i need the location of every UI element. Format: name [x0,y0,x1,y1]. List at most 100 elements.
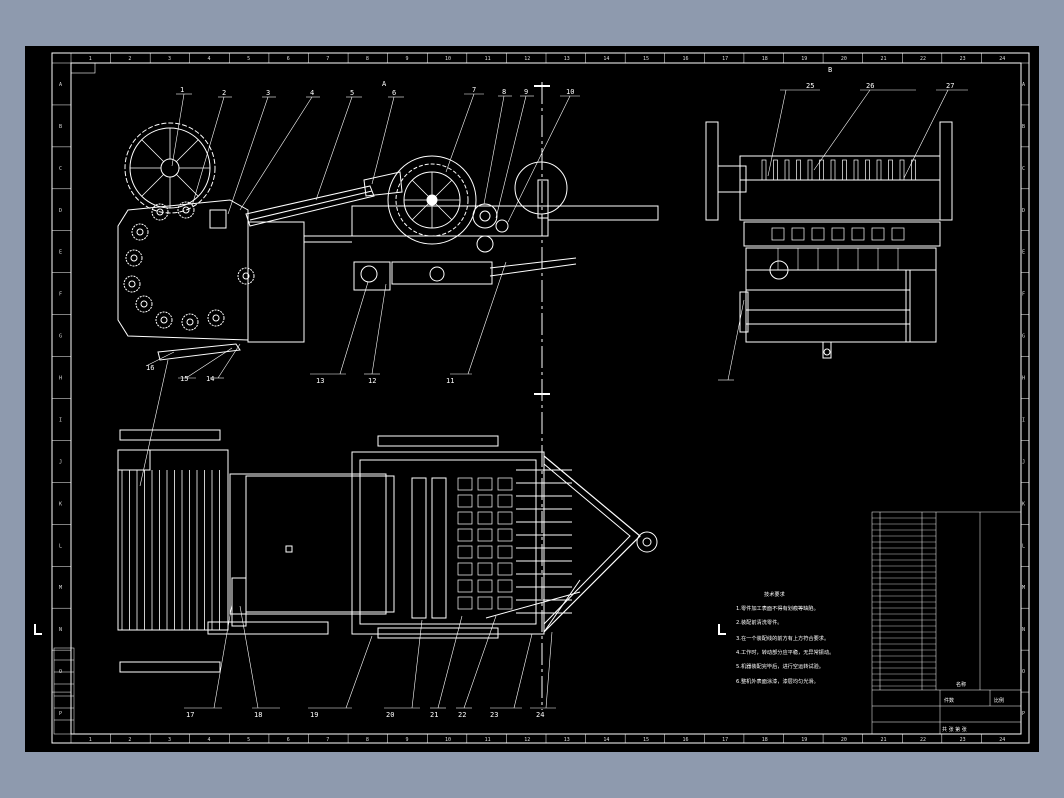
zone-column-label: 24 [999,56,1005,62]
zone-row-label: A [1022,82,1025,88]
crusher-block [457,562,473,576]
side-view-blocks [771,227,905,270]
zone-column-label: 1 [89,737,92,743]
zone-row-label: E [59,250,62,256]
tooth [784,159,790,181]
zone-row-label: K [1022,501,1025,507]
title-block-qty-label: 件数 [944,697,954,704]
block [771,227,785,241]
part-label: 24 [536,711,544,719]
front-view [117,82,659,710]
zone-column-label: 5 [247,56,250,62]
leader-lines [139,89,968,709]
zone-row-label: B [1022,124,1025,130]
part-labels: 1 2 3 4 5 6 7 8 9 10 11 12 13 14 15 16 1… [146,82,954,719]
gear-hub [140,300,148,308]
zone-row-label: O [1022,669,1025,675]
block [791,227,805,241]
crusher-block [497,477,513,491]
zone-row-label: C [1022,166,1025,172]
plan-tines [516,469,572,614]
zone-column-label: 16 [683,56,689,62]
tech-req-item: 2.装配前清洗零件。 [736,618,782,626]
part-label: 10 [566,88,574,96]
crusher-block [497,562,513,576]
crusher-block [497,528,513,542]
zone-column-label: 5 [247,737,250,743]
tooth [819,159,824,181]
part-label: 14 [206,375,214,383]
gear-hub [130,254,138,262]
zone-column-label: 24 [999,737,1005,743]
tooth [865,159,870,181]
tooth [830,159,836,181]
crusher-block [497,545,513,559]
zone-column-label: 23 [960,737,966,743]
part-label: 16 [146,364,154,372]
part-label: 15 [180,375,188,383]
zone-row-label: J [1022,459,1025,465]
side-view [705,121,953,359]
tech-req-item: 6.整机外表面涂漆，漆层均匀光滑。 [736,677,819,685]
zone-column-label: 12 [524,737,530,743]
zone-column-label: 4 [208,56,211,62]
gearbox-housing [117,199,249,341]
part-label: 12 [368,377,376,385]
zone-row-label: N [1022,627,1025,633]
zone-column-label: 23 [960,56,966,62]
section-mark: B [828,66,832,74]
zone-row-label: G [59,334,62,340]
zone-column-label: 1 [89,56,92,62]
zone-column-label: 2 [128,737,131,743]
gear-hub [186,318,194,326]
tooth [773,159,778,181]
tooth [888,159,893,181]
crusher-block [457,528,473,542]
zone-column-label: 11 [485,56,491,62]
side-view-teeth [761,159,916,181]
part-label: 8 [502,88,506,96]
zone-column-label: 6 [287,56,290,62]
crusher-block [457,545,473,559]
right-corner-mark [718,624,726,635]
tooth [899,159,905,181]
tooth [796,159,801,181]
gear-hub [156,208,164,216]
gear [123,275,141,293]
gearbox-gears [123,201,255,331]
zone-row-label: L [59,543,62,549]
zone-column-label: 6 [287,737,290,743]
part-label: 7 [472,86,476,94]
tech-req-item: 5.机器装配完毕后，进行空运转试验。 [736,662,824,670]
gear [151,203,169,221]
crusher-block [457,579,473,593]
crusher-block [477,579,493,593]
part-label: 9 [524,88,528,96]
zone-column-label: 4 [208,737,211,743]
side-stamp-table [53,647,75,735]
gear [207,309,225,327]
part-label: 23 [490,711,498,719]
crusher-drum [387,155,477,245]
zone-column-label: 21 [880,56,886,62]
crusher-block [497,494,513,508]
zone-column-label: 20 [841,56,847,62]
gear [125,249,143,267]
gear [177,201,195,219]
zone-row-label: D [59,208,62,214]
zone-column-label: 18 [762,737,768,743]
zone-column-label: 17 [722,737,728,743]
zone-column-label: 3 [168,56,171,62]
zone-column-label: 14 [603,56,609,62]
gear [237,267,255,285]
zone-column-label: 8 [366,737,369,743]
block [811,227,825,241]
zone-column-label: 11 [485,737,491,743]
zone-column-label: 18 [762,56,768,62]
part-label: 26 [866,82,874,90]
zone-row-label: J [59,459,62,465]
tooth [911,159,916,181]
